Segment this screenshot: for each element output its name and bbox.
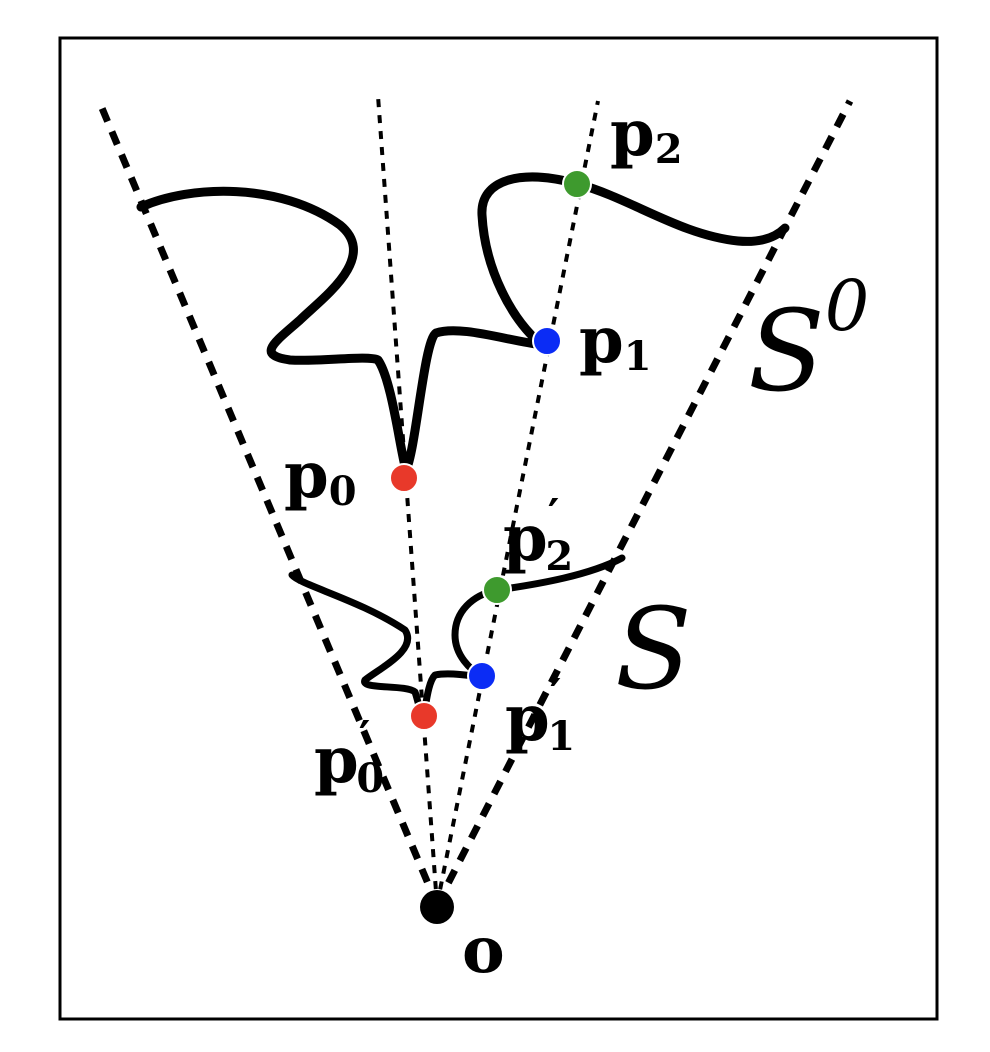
left-boundary-ray: [95, 99, 441, 907]
point-p2: [562, 169, 592, 199]
label-p0: p0: [284, 438, 357, 515]
label-p0-prime: p′0: [314, 712, 384, 802]
outer-curve-s0: [136, 172, 790, 475]
origin-point: [420, 890, 454, 924]
point-p0: [389, 463, 419, 493]
point-p1-prime: [467, 661, 497, 691]
point-p0-prime: [409, 701, 439, 731]
label-set-s0: S0: [748, 265, 869, 417]
label-p2: p2: [610, 96, 683, 173]
label-origin: o: [462, 913, 505, 988]
point-p2-prime: [482, 575, 512, 605]
right-boundary-ray: [433, 99, 854, 907]
label-p1-prime: p′1: [505, 670, 575, 760]
inner-curve-s: [288, 554, 626, 718]
label-p2-prime: p′2: [503, 490, 573, 580]
label-set-s: S: [615, 585, 692, 715]
diagram-frame: [58, 36, 939, 1021]
ray-through-p0: [376, 95, 439, 906]
point-p1: [532, 326, 562, 356]
label-p1: p1: [579, 303, 652, 380]
